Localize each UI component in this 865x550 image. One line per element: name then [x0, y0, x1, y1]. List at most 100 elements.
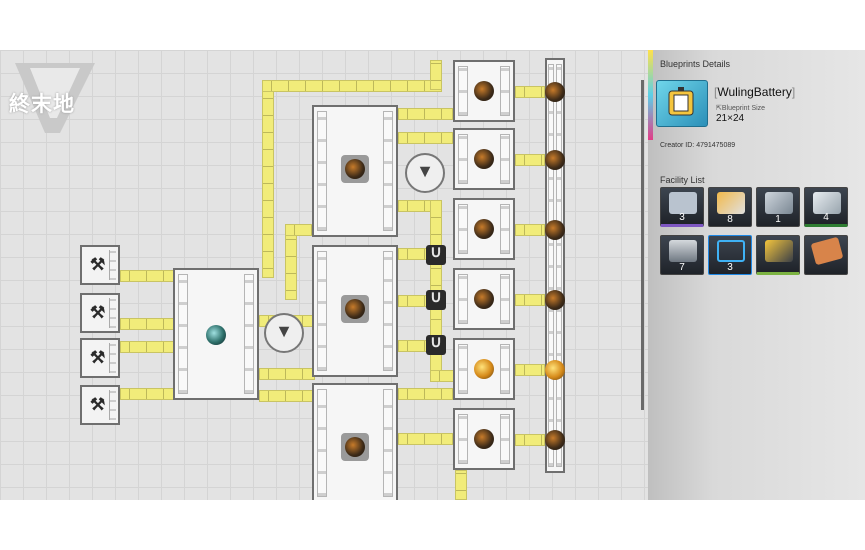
pylon-icon [669, 240, 697, 262]
conveyor-belt[interactable] [120, 341, 174, 353]
conveyor-belt[interactable] [120, 388, 174, 400]
machine-core-icon [474, 219, 494, 239]
vertical-scrollbar[interactable] [641, 80, 644, 410]
mining-drill-icon: ⚒ [90, 395, 106, 414]
logo-emblem-icon [15, 63, 95, 133]
conveyor-belt[interactable] [398, 108, 453, 120]
output-item-icon [545, 360, 565, 380]
facility-tile[interactable]: 4 [804, 187, 848, 227]
facility-count: 7 [679, 262, 685, 273]
creator-id-value: 4791475089 [696, 142, 736, 149]
conveyor-belt[interactable] [262, 88, 274, 278]
machine-core-icon [206, 325, 226, 345]
conveyor-belt[interactable] [515, 224, 545, 236]
facility-tile[interactable]: 8 [708, 187, 752, 227]
input-unit[interactable]: ⚒ [80, 293, 120, 333]
output-item-icon [545, 150, 565, 170]
merger[interactable]: ∪ [426, 334, 446, 355]
facility-tile[interactable]: 1 [756, 187, 800, 227]
size-icon: ⇱ [716, 105, 722, 112]
machine-core-icon [345, 159, 365, 179]
blueprint-details-panel: Blueprints Details [WulingBattery] ⇱Blue… [648, 50, 865, 500]
assembler-machine[interactable] [453, 268, 515, 330]
processing-machine[interactable] [173, 268, 259, 400]
output-storage-column[interactable] [545, 58, 565, 473]
conveyor-belt[interactable] [398, 200, 438, 212]
input-unit[interactable]: ⚒ [80, 385, 120, 425]
splitter[interactable]: ▼ [405, 153, 445, 193]
conveyor-belt[interactable] [455, 470, 467, 500]
conveyor-belt[interactable] [430, 370, 455, 382]
panel-accent-bar [648, 50, 653, 140]
assembler-machine[interactable] [453, 338, 515, 400]
conveyor-belt[interactable] [430, 60, 442, 90]
refinery-machine[interactable] [312, 105, 398, 237]
machine-core-icon [345, 299, 365, 319]
facility-count: 3 [727, 262, 733, 273]
conveyor-belt[interactable] [285, 224, 315, 236]
conveyor-belt[interactable] [120, 318, 174, 330]
facility-tile[interactable]: 3 [660, 187, 704, 227]
conveyor-belt[interactable] [515, 294, 545, 306]
conveyor-belt[interactable] [262, 80, 442, 92]
output-item-icon [545, 220, 565, 240]
conveyor-belt[interactable] [398, 248, 428, 260]
merger[interactable]: ∪ [426, 244, 446, 265]
machine-core-icon [474, 289, 494, 309]
blueprint-size-label-text: Blueprint Size [721, 105, 766, 112]
conveyor-belt[interactable] [398, 295, 428, 307]
conveyor-belt[interactable] [515, 154, 545, 166]
facility-tile[interactable]: 7 [660, 235, 704, 275]
machine-core-icon [474, 429, 494, 449]
floor-tile-icon [810, 236, 844, 266]
input-unit[interactable]: ⚒ [80, 245, 120, 285]
blueprint-thumbnail [656, 80, 708, 127]
conveyor-belt[interactable] [515, 86, 545, 98]
game-logo: 終末地 [5, 58, 100, 138]
conveyor-belt[interactable] [398, 340, 428, 352]
conveyor-belt[interactable] [515, 364, 545, 376]
blueprint-size-value: 21×24 [716, 113, 745, 124]
panel-header: Blueprints Details [660, 59, 731, 69]
merger-icon: ∪ [430, 244, 442, 261]
splitter-icon [765, 240, 793, 262]
output-item-icon [545, 290, 565, 310]
merger[interactable]: ∪ [426, 289, 446, 310]
facility-count: 8 [727, 214, 733, 225]
output-item-icon [545, 82, 565, 102]
refinery-machine[interactable] [312, 245, 398, 377]
output-item-icon [545, 430, 565, 450]
mining-drill-icon: ⚒ [90, 303, 106, 322]
facility-list-label: Facility List [660, 175, 705, 185]
machine-core-icon [474, 81, 494, 101]
facility-tile[interactable] [756, 235, 800, 275]
facility-count: 1 [775, 214, 781, 225]
game-viewport: 終末地 ⚒ ⚒ ⚒ ⚒ ▼ [0, 50, 865, 500]
facility-tile[interactable] [804, 235, 848, 275]
conveyor-belt[interactable] [285, 228, 297, 300]
assembler-machine[interactable] [453, 60, 515, 122]
creator-id-row: Creator ID: 4791475089 [660, 142, 735, 149]
input-unit[interactable]: ⚒ [80, 338, 120, 378]
mining-drill-icon: ⚒ [90, 255, 106, 274]
conveyor-belt[interactable] [398, 433, 453, 445]
assembler-machine[interactable] [453, 408, 515, 470]
assembler-machine[interactable] [453, 198, 515, 260]
splitter[interactable]: ▼ [264, 313, 304, 353]
conveyor-belt[interactable] [259, 368, 315, 380]
facility-count: 3 [679, 212, 685, 223]
facility-count: 4 [823, 212, 829, 223]
logo-text: 終末地 [9, 92, 75, 116]
conveyor-belt[interactable] [398, 132, 453, 144]
conveyor-belt[interactable] [398, 388, 453, 400]
conveyor-belt[interactable] [259, 390, 315, 402]
assembler-machine[interactable] [453, 128, 515, 190]
mining-drill-icon: ⚒ [90, 348, 106, 367]
conveyor-belt[interactable] [120, 270, 174, 282]
refinery-machine[interactable] [312, 383, 398, 500]
conveyor-belt[interactable] [515, 434, 545, 446]
blueprint-grid[interactable]: 終末地 ⚒ ⚒ ⚒ ⚒ ▼ [0, 50, 648, 500]
facility-tile[interactable]: 3 [708, 235, 752, 275]
blueprint-size-label: ⇱Blueprint Size [716, 104, 765, 112]
machine-core-icon [474, 149, 494, 169]
